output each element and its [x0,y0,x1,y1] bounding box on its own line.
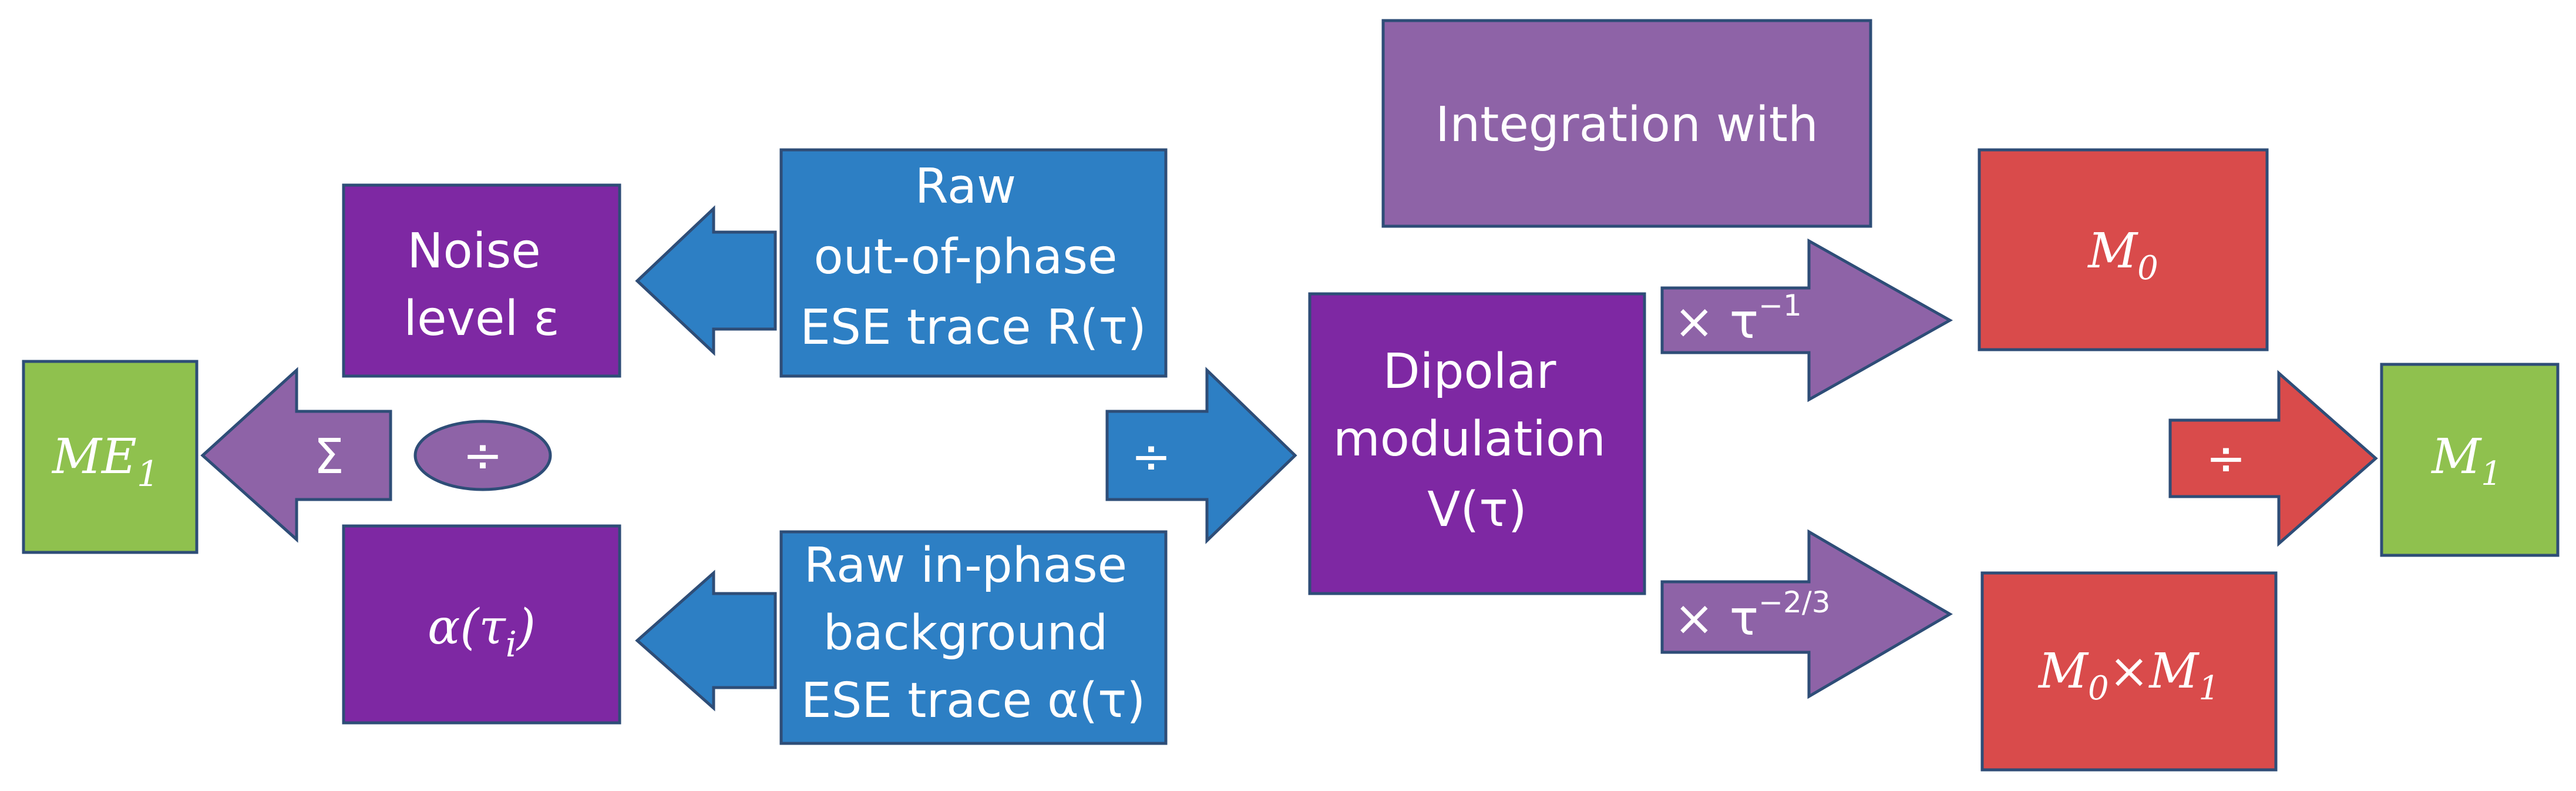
mult-bottom-exp: −2/3 [1758,585,1830,619]
dipolar-line3: V(τ) [1427,482,1526,538]
arrow-mult-to-m0m1 [1660,529,1953,699]
integration-label: Integration with [1435,97,1818,153]
svg-text:M1: M1 [2430,429,2502,493]
m0m1-label-xm: ×M [2109,643,2200,699]
m0-label-sub: 0 [2137,249,2158,287]
svg-text:× τ−2/3: × τ−2/3 [1674,585,1831,646]
raw-out-line2: out-of-phase [813,229,1117,285]
me1-label-main: ME [51,429,137,485]
alpha-label-close: ) [516,599,536,655]
alpha-label-main: α(τ [428,599,506,655]
noise-label-line2: level ε [403,291,559,347]
raw-in-phase-box [779,530,1168,745]
raw-out-of-phase-box [779,148,1168,378]
svg-text:Dipolar modulation V(τ: Dipolar modulation V(τ) [1333,344,1621,538]
svg-text:× τ−1: × τ−1 [1674,289,1802,350]
svg-text:α(τi): α(τi) [428,599,536,665]
m1-label-sub: 1 [2481,455,2502,493]
arrow-sum-to-me1 [200,367,392,543]
raw-out-line3: ESE trace R(τ) [800,300,1146,356]
me1-label-sub: 1 [137,454,159,495]
m0m1-label-sub0: 0 [2088,669,2109,708]
divide-right-symbol: ÷ [2206,431,2247,487]
dipolar-line1: Dipolar [1383,344,1556,400]
mult-top-exp: −1 [1758,289,1802,323]
raw-in-line2: background [823,605,1108,661]
m0m1-label-m: M [2037,643,2089,699]
arrow-divide-to-dipolar [1105,367,1297,544]
dipolar-modulation-box [1308,292,1646,595]
alpha-label-sub: i [506,624,517,665]
noise-level-box [342,183,621,378]
svg-text:Raw out-of-phase ESE t: Raw out-of-phase ESE trace R(τ) [800,159,1146,356]
mult-top-base: × τ [1674,294,1758,350]
arrow-raw-out-to-noise [635,205,777,356]
m1-label-main: M [2430,429,2482,485]
divide-oval [413,420,552,491]
svg-text:M0: M0 [2087,223,2158,287]
arrow-mult-to-m0 [1660,238,1953,403]
raw-in-line1: Raw in-phase [804,538,1127,594]
svg-text:M0×M1: M0×M1 [2037,643,2219,708]
sum-symbol: Σ [314,429,344,485]
me1-box [22,360,199,554]
divide-oval-symbol: ÷ [463,428,503,484]
svg-text:ME1: ME1 [51,429,159,495]
noise-label-line1: Noise [407,223,540,279]
m0xm1-box [1980,571,2278,772]
arrow-divide-to-m1 [2168,370,2378,547]
divide-mid-symbol: ÷ [1131,429,1172,485]
alpha-tau-i-box [342,524,621,725]
dipolar-line2: modulation [1333,411,1606,467]
m0m1-label-sub1: 1 [2198,669,2219,708]
mult-bottom-base: × τ [1674,591,1758,646]
arrow-raw-in-to-alpha [635,569,777,712]
m1-box [2380,363,2560,557]
m0-label-main: M [2087,223,2138,279]
svg-text:Noise level ε: Noise level ε [403,223,559,347]
m0-box [1978,148,2269,351]
raw-in-line3: ESE trace α(τ) [801,673,1146,729]
integration-box [1381,19,1872,228]
raw-out-line1: Raw [915,159,1017,214]
svg-text:Raw in-phase background: Raw in-phase background ESE trace α(τ) [801,538,1146,729]
